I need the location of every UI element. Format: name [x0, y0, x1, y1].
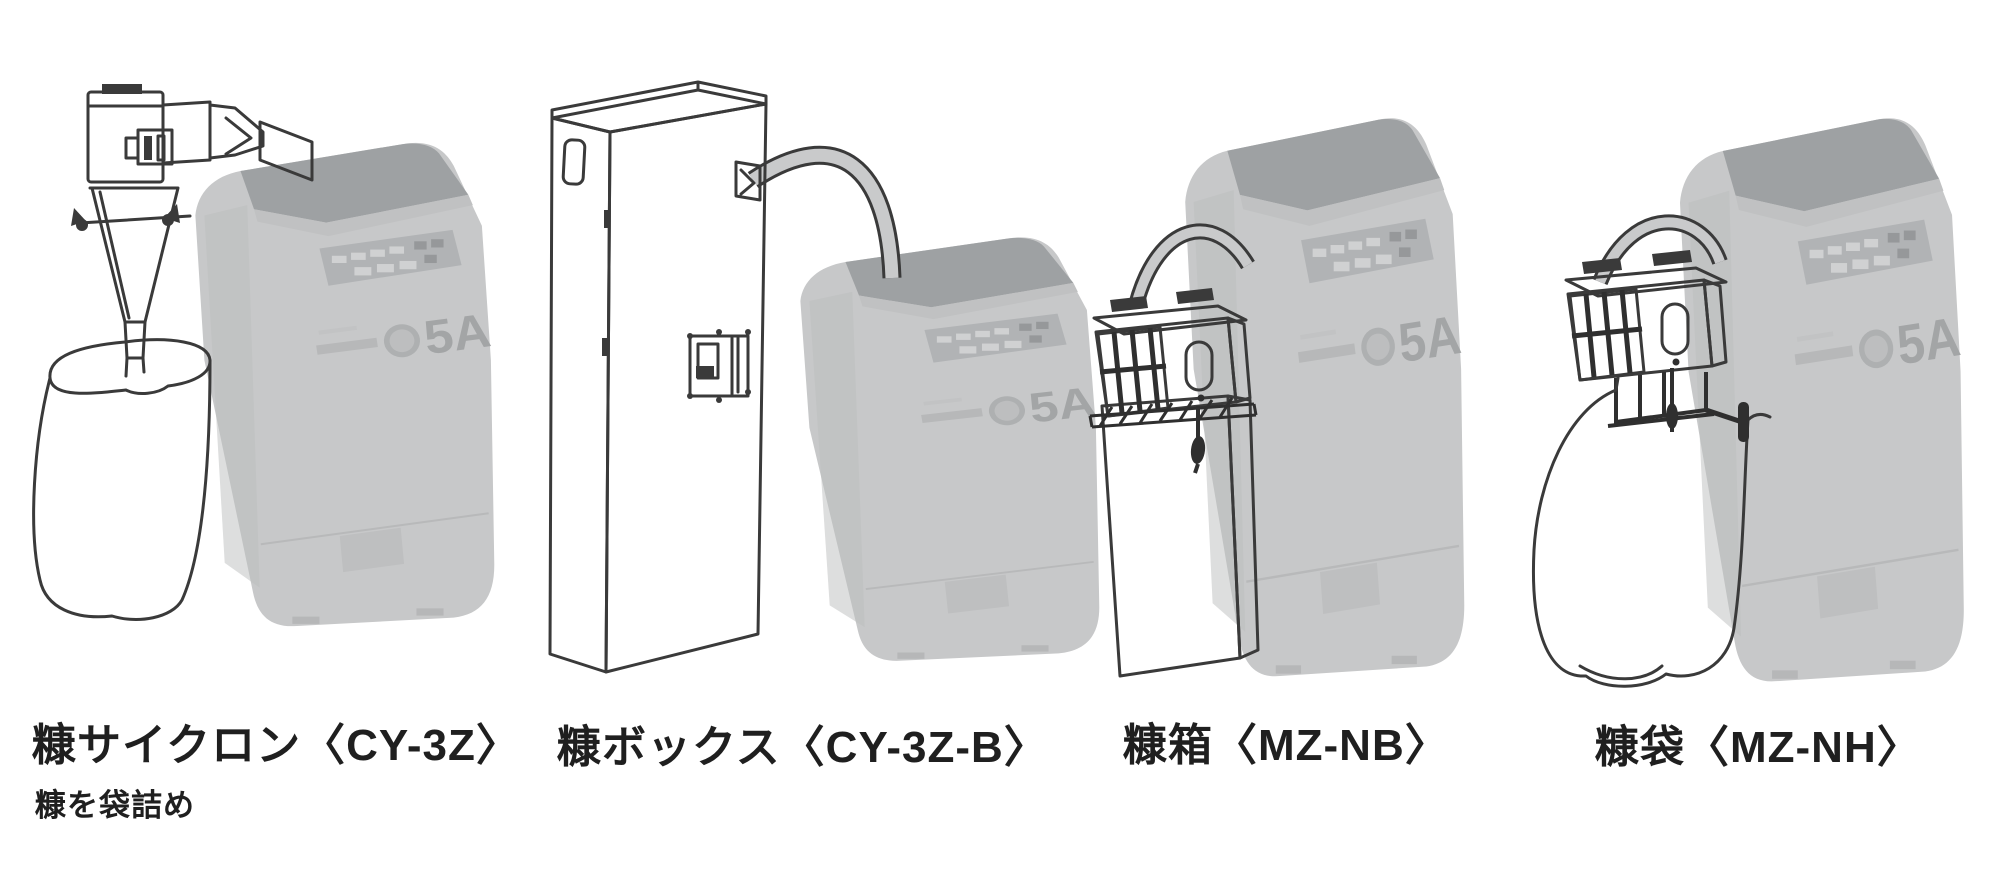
bran-bag-illustration	[1531, 117, 1966, 688]
latch-hook	[1190, 406, 1206, 474]
product-label: 糠箱〈MZ-NB〉	[1123, 721, 1450, 770]
bran-box-unit-illustration	[548, 80, 1101, 674]
bran-box-illustration	[1088, 117, 1466, 678]
handle-slot	[1660, 302, 1690, 356]
latch-hook	[1666, 368, 1678, 432]
collection-bag	[1531, 376, 1772, 688]
bran-cyclone-illustration	[32, 84, 496, 628]
filter-unit	[1564, 250, 1728, 382]
mount-arm	[1705, 402, 1749, 442]
door-latch	[687, 329, 751, 403]
mount-rail	[1088, 397, 1258, 429]
bran-hose	[1592, 214, 1728, 286]
cyclone-attachment	[71, 84, 314, 360]
product-label: 糠ボックス〈CY-3Z-B〉	[557, 723, 1049, 772]
product-label: 糠袋〈MZ-NH〉	[1595, 723, 1922, 772]
mount-knob	[1738, 402, 1749, 442]
handle-slot	[1184, 340, 1214, 392]
bran-hose	[1128, 223, 1255, 308]
product-sublabel: 糠を袋詰め	[35, 788, 195, 823]
hose-connector	[734, 160, 762, 202]
product-label: 糠サイクロン〈CY-3Z〉	[32, 721, 521, 770]
bran-cabinet	[548, 80, 768, 674]
collection-bag	[32, 338, 212, 621]
bag-frame	[1607, 372, 1715, 428]
hanger-slot	[561, 138, 587, 186]
bran-hose	[747, 145, 902, 279]
duct	[208, 103, 265, 160]
clamp-bracket	[124, 136, 140, 160]
filter-cage	[1568, 287, 1646, 382]
